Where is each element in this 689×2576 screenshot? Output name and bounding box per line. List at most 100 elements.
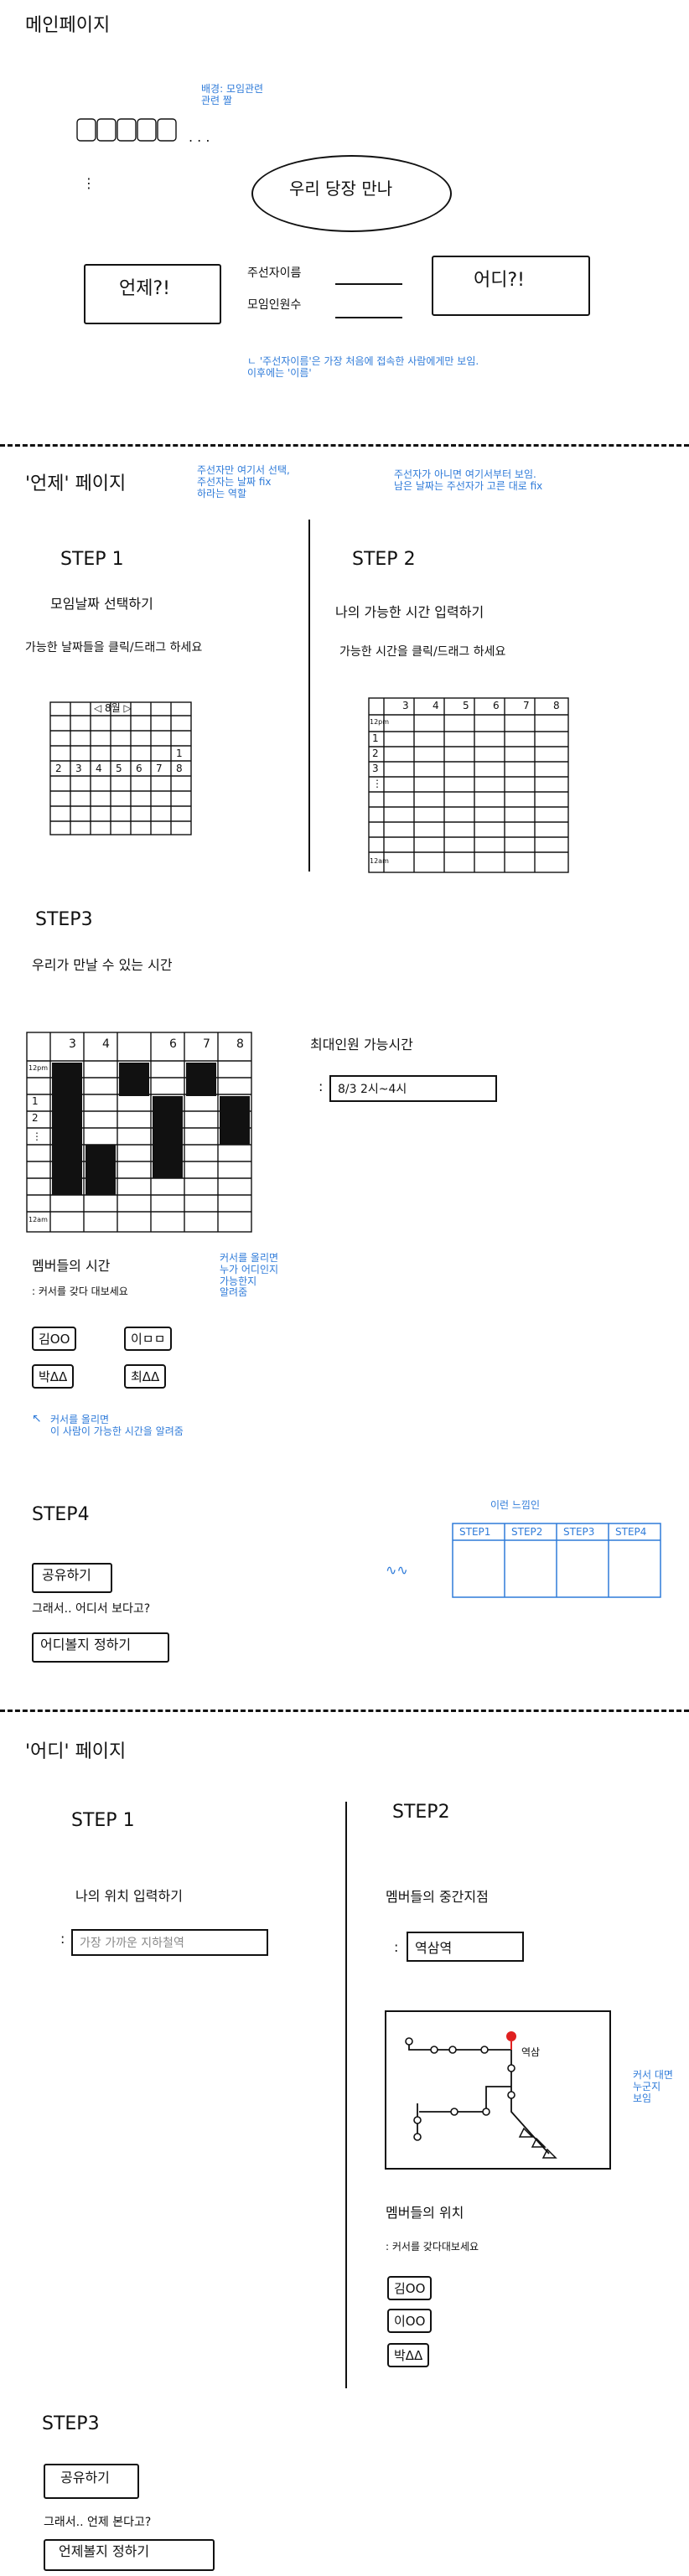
- when-step2-heading: STEP 2: [352, 549, 416, 570]
- location-chip-kim[interactable]: 김OO: [387, 2276, 433, 2300]
- availability-input-grid[interactable]: [368, 697, 570, 874]
- where-column-divider: [345, 1802, 347, 2388]
- scribble-icon: ∿∿: [386, 1562, 408, 1578]
- when-share-button[interactable]: [32, 1563, 112, 1593]
- when-button-label: 언제?!: [119, 278, 170, 299]
- grid2-row-12am: 12am: [370, 857, 389, 865]
- location-chip-park[interactable]: 박ΔΔ: [387, 2343, 430, 2367]
- section-divider-2: [0, 1710, 689, 1712]
- grid2-row-12pm: 12pm: [370, 718, 390, 726]
- member-hover-note: 커서를 올리면 이 사람이 가능한 시간을 알려줌: [50, 1414, 184, 1437]
- member-count-label: 모임인원수: [247, 298, 302, 312]
- member-locations-subtitle: : 커서를 갖다대보세요: [386, 2241, 479, 2253]
- when-step4-heading: STEP4: [32, 1504, 90, 1525]
- decide-where-button[interactable]: [32, 1632, 169, 1663]
- when-step3-title: 우리가 만날 수 있는 시간: [32, 957, 173, 973]
- day-2[interactable]: 2: [55, 763, 62, 774]
- grid2-row-dots: ⋮: [372, 778, 382, 789]
- member-chip-choi[interactable]: 최ΔΔ: [124, 1364, 167, 1389]
- day-1[interactable]: 1: [176, 747, 183, 759]
- member-locations-title: 멤버들의 위치: [386, 2205, 464, 2221]
- grid2-row-2: 2: [372, 747, 379, 759]
- member-chip-lee[interactable]: 이ㅁㅁ: [124, 1327, 173, 1351]
- subway-map[interactable]: [385, 2010, 612, 2170]
- grid2-col-3: 3: [402, 700, 409, 711]
- map-hover-note: 커서 대면 누군지 보임: [633, 2069, 673, 2104]
- when-followup-question: 그래서.. 어디서 보다고?: [32, 1602, 151, 1616]
- when-step3-heading: STEP3: [35, 909, 93, 930]
- where-button-label: 어디?!: [474, 270, 525, 291]
- organizer-name-label: 주선자이름: [247, 266, 302, 280]
- organizer-name-input[interactable]: [335, 283, 402, 285]
- vertical-dots: ⋮: [82, 175, 96, 191]
- strip-dots: . . .: [189, 129, 210, 145]
- grid3-row-1: 1: [32, 1095, 39, 1107]
- where-share-label: 공유하기: [60, 2470, 110, 2485]
- grid2-row-1: 1: [372, 732, 379, 744]
- grid3-col-3: 3: [69, 1037, 76, 1051]
- grid2-row-3: 3: [372, 763, 379, 774]
- calendar-month-label[interactable]: ◁ 8월 ▷: [94, 702, 132, 714]
- progress-step-4: STEP4: [615, 1526, 647, 1538]
- section-divider-1: [0, 444, 689, 447]
- step-column-divider: [308, 520, 310, 872]
- progress-step-2: STEP2: [511, 1526, 543, 1538]
- grid3-row-2: 2: [32, 1112, 39, 1124]
- day-6[interactable]: 6: [136, 763, 142, 774]
- background-note: 배경: 모임관련 관련 짤: [201, 83, 264, 106]
- day-8[interactable]: 8: [176, 763, 183, 774]
- day-5[interactable]: 5: [116, 763, 122, 774]
- member-count-input[interactable]: [335, 317, 402, 318]
- grid3-col-5: 5: [136, 1037, 143, 1051]
- main-page-title: 메인페이지: [25, 15, 111, 36]
- where-step3-heading: STEP3: [42, 2413, 100, 2434]
- progress-step-3: STEP3: [563, 1526, 595, 1538]
- member-times-subtitle: : 커서를 갖다 대보세요: [32, 1285, 128, 1297]
- grid3-col-4: 4: [102, 1037, 110, 1051]
- when-step1-instruction: 가능한 날짜들을 클릭/드래그 하세요: [25, 641, 203, 654]
- max-people-title: 최대인원 가능시간: [310, 1037, 413, 1053]
- organizer-only-note: 주선자만 여기서 선택, 주선자는 날짜 fix 하라는 역할: [197, 464, 290, 499]
- member-times-title: 멤버들의 시간: [32, 1258, 111, 1274]
- when-step2-title: 나의 가능한 시간 입력하기: [335, 604, 484, 620]
- grid3-col-7: 7: [203, 1037, 210, 1051]
- where-step1-heading: STEP 1: [71, 1810, 135, 1831]
- grid3-row-12pm: 12pm: [28, 1064, 49, 1072]
- when-step1-heading: STEP 1: [60, 549, 124, 570]
- grid2-col-8: 8: [553, 700, 560, 711]
- when-button[interactable]: [84, 264, 221, 324]
- day-3[interactable]: 3: [75, 763, 82, 774]
- where-followup-question: 그래서.. 언제 본다고?: [44, 2516, 152, 2529]
- progress-bar-example: [452, 1523, 661, 1598]
- decide-when-button[interactable]: [44, 2539, 215, 2571]
- where-share-button[interactable]: [44, 2464, 139, 2499]
- grid2-col-7: 7: [523, 700, 530, 711]
- location-chip-lee[interactable]: 이OO: [387, 2309, 433, 2333]
- when-step2-instruction: 가능한 시간을 클릭/드래그 하세요: [339, 645, 506, 659]
- member-chip-park[interactable]: 박ΔΔ: [32, 1364, 75, 1389]
- date-calendar-grid[interactable]: [49, 701, 193, 836]
- where-step1-title: 나의 위치 입력하기: [75, 1888, 183, 1904]
- when-step1-title: 모임날짜 선택하기: [50, 596, 153, 612]
- progress-example-note: 이런 느낌인: [490, 1499, 541, 1511]
- location-input[interactable]: 가장 가까운 지하철역: [71, 1929, 268, 1956]
- cursor-arrow-icon: ↖: [32, 1412, 42, 1425]
- grid3-row-12am: 12am: [28, 1216, 48, 1223]
- grid3-col-6: 6: [169, 1037, 177, 1051]
- when-page-title: '언제' 페이지: [25, 473, 127, 494]
- midpoint-station: 역삼역: [407, 1932, 524, 1962]
- member-chip-kim[interactable]: 김OO: [32, 1327, 77, 1351]
- hover-who-note: 커서를 올리면 누가 어디인지 가능한지 알려줌: [220, 1252, 279, 1299]
- non-organizer-note: 주선자가 아니면 여기서부터 보임. 남은 날짜는 주선자가 고른 대로 fix: [394, 468, 543, 492]
- decide-when-label: 언제볼지 정하기: [59, 2543, 150, 2559]
- max-people-colon: :: [319, 1079, 324, 1094]
- where-button[interactable]: [432, 256, 590, 316]
- progress-step-1: STEP1: [459, 1526, 491, 1538]
- location-colon: :: [60, 1931, 65, 1947]
- day-7[interactable]: 7: [156, 763, 163, 774]
- app-logo-text: 우리 당장 만나: [289, 178, 393, 199]
- day-4[interactable]: 4: [96, 763, 102, 774]
- grid2-col-6: 6: [493, 700, 500, 711]
- grid2-col-5: 5: [463, 700, 469, 711]
- group-availability-grid[interactable]: [26, 1032, 253, 1234]
